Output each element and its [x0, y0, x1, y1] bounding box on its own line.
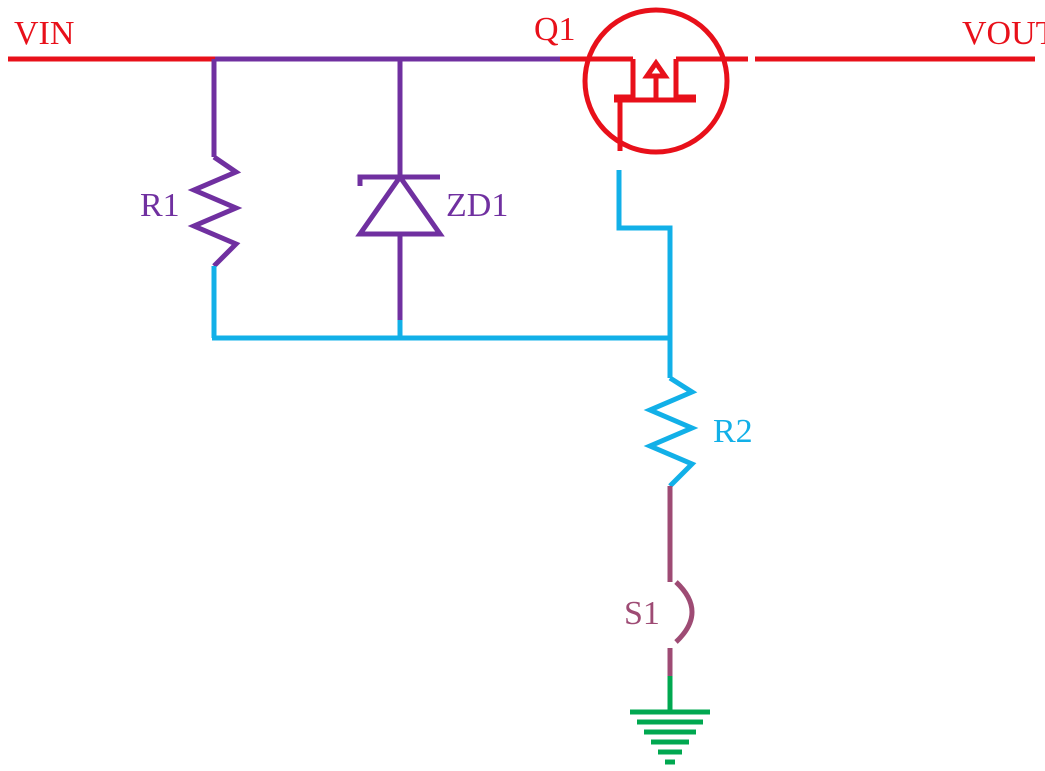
gate-wire [616, 170, 673, 378]
r1-resistor [187, 59, 243, 268]
q1-label: Q1 [534, 11, 576, 48]
s1-label: S1 [624, 595, 660, 632]
zd1-label: ZD1 [446, 187, 508, 224]
zd1-zener-diode [355, 59, 445, 320]
r1-label: R1 [140, 187, 180, 224]
q1-mosfet [560, 7, 748, 155]
ground-icon [630, 676, 710, 765]
vout-label: VOUT [962, 15, 1045, 52]
resistor-icon [643, 375, 699, 488]
r2-resistor [643, 375, 699, 488]
gate-bus [212, 170, 673, 378]
mosfet-icon [582, 7, 730, 155]
s1-switch [667, 486, 695, 676]
resistor-icon [187, 154, 243, 268]
r2-label: R2 [713, 413, 753, 450]
switch-icon [674, 580, 695, 644]
vin-label: VIN [14, 15, 74, 52]
zener-diode-icon [355, 172, 445, 237]
